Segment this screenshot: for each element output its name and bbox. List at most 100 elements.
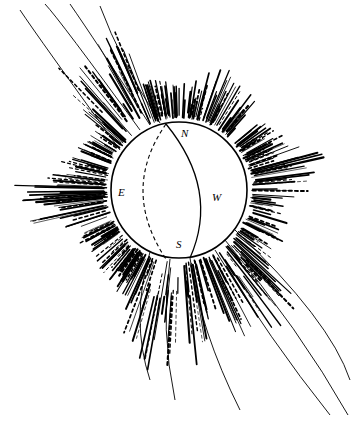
- corona-ray: [246, 144, 267, 155]
- corona-ray: [203, 70, 220, 120]
- corona-ray: [102, 85, 126, 117]
- corona-ray: [209, 81, 227, 121]
- corona-ray: [36, 196, 104, 202]
- corona-ray: [147, 261, 152, 275]
- corona-ray: [177, 278, 178, 294]
- corona-ray: [190, 296, 197, 365]
- corona-ray: [61, 207, 108, 218]
- streamer-outline: [190, 258, 240, 410]
- corona-ray: [254, 210, 271, 215]
- streamer-outline: [225, 240, 348, 415]
- corona-ray: [237, 276, 272, 328]
- corona-ray: [171, 93, 173, 118]
- corona-ray: [254, 208, 281, 214]
- corona-ray: [237, 127, 260, 145]
- corona-ray: [79, 148, 109, 161]
- streamer-outline: [140, 252, 150, 380]
- corona-ray: [201, 260, 216, 310]
- corona-ray: [223, 118, 231, 129]
- corona-ray: [246, 219, 278, 233]
- streamer-outline: [166, 259, 175, 400]
- streamer-outline: [20, 10, 120, 150]
- streamer-outline: [215, 250, 330, 415]
- compass-letter: W: [211, 191, 222, 203]
- corona-ray: [140, 297, 154, 358]
- corona-ray: [30, 193, 107, 196]
- corona-ray: [35, 186, 102, 188]
- corona-ray: [220, 253, 235, 276]
- corona-ray: [246, 223, 273, 236]
- compass-letter: E: [117, 186, 126, 198]
- corona-ray: [178, 88, 179, 115]
- corona-ray: [58, 185, 102, 187]
- corona-ray: [125, 259, 144, 295]
- corona-ray: [154, 262, 167, 340]
- corona-ray: [176, 291, 177, 342]
- corona-ray: [162, 297, 164, 314]
- corona-ray: [85, 222, 109, 233]
- compass-letter: N: [180, 127, 189, 139]
- compass-letter: S: [175, 238, 183, 250]
- sun-circle: [111, 122, 247, 258]
- corona-ray: [55, 197, 107, 202]
- corona-ray: [150, 81, 160, 120]
- corona-ray: [252, 158, 298, 170]
- corona-ray: [63, 197, 105, 201]
- corona-ray: [192, 98, 196, 119]
- hidden-meridian: [143, 124, 166, 259]
- corona-ray: [34, 207, 106, 223]
- corona-ray: [253, 188, 277, 190]
- corona-ray: [251, 156, 276, 165]
- corona-ray: [85, 150, 109, 160]
- corona-ray: [113, 250, 130, 271]
- corona-ray: [231, 246, 280, 298]
- corona-ray: [102, 246, 124, 269]
- meridian-line: [166, 124, 201, 258]
- corona-ray: [168, 293, 172, 343]
- corona-ray: [253, 190, 308, 192]
- corona-ray: [166, 82, 170, 117]
- corona-ray: [123, 253, 141, 282]
- corona-ray: [146, 85, 156, 118]
- corona-ray: [160, 80, 166, 114]
- streamer-outline: [45, 4, 140, 130]
- corona-ray: [110, 49, 141, 112]
- corona-ray: [228, 246, 240, 260]
- corona-ray: [137, 290, 151, 339]
- corona-ray: [213, 94, 228, 123]
- corona-ray: [250, 217, 278, 227]
- streamer-outline: [235, 230, 350, 380]
- corona-ray: [95, 230, 119, 246]
- corona-ray: [173, 100, 174, 114]
- corona-ray: [252, 206, 263, 209]
- corona-ray: [148, 274, 162, 344]
- corona-ray: [198, 90, 206, 119]
- corona-ray: [210, 261, 237, 323]
- corona-ray: [251, 203, 263, 205]
- corona-ray: [67, 174, 108, 180]
- corona-ray: [85, 221, 111, 233]
- corona-ray: [173, 85, 175, 118]
- corona-ray: [209, 257, 237, 320]
- corona-ray: [211, 104, 219, 121]
- corona-ray: [246, 143, 283, 160]
- corona-ray: [197, 73, 209, 119]
- corona-ray: [228, 114, 243, 131]
- corona-ray: [253, 183, 271, 184]
- corona-ray: [186, 265, 192, 334]
- corona-ray: [240, 128, 266, 146]
- corona-ray: [95, 141, 114, 152]
- corona-ray: [76, 172, 106, 177]
- corona-ray: [244, 276, 281, 325]
- corona-ray: [191, 264, 203, 342]
- corona-ray: [189, 262, 198, 333]
- corona-ray: [116, 46, 148, 118]
- corona-ray: [239, 262, 276, 306]
- corona-ray: [95, 114, 123, 139]
- corona-ray: [245, 270, 271, 302]
- corona-ray: [246, 265, 260, 281]
- corona-ray: [241, 229, 253, 236]
- corona-ray: [131, 258, 142, 278]
- corona-ray: [89, 112, 123, 142]
- corona-ray: [170, 290, 174, 354]
